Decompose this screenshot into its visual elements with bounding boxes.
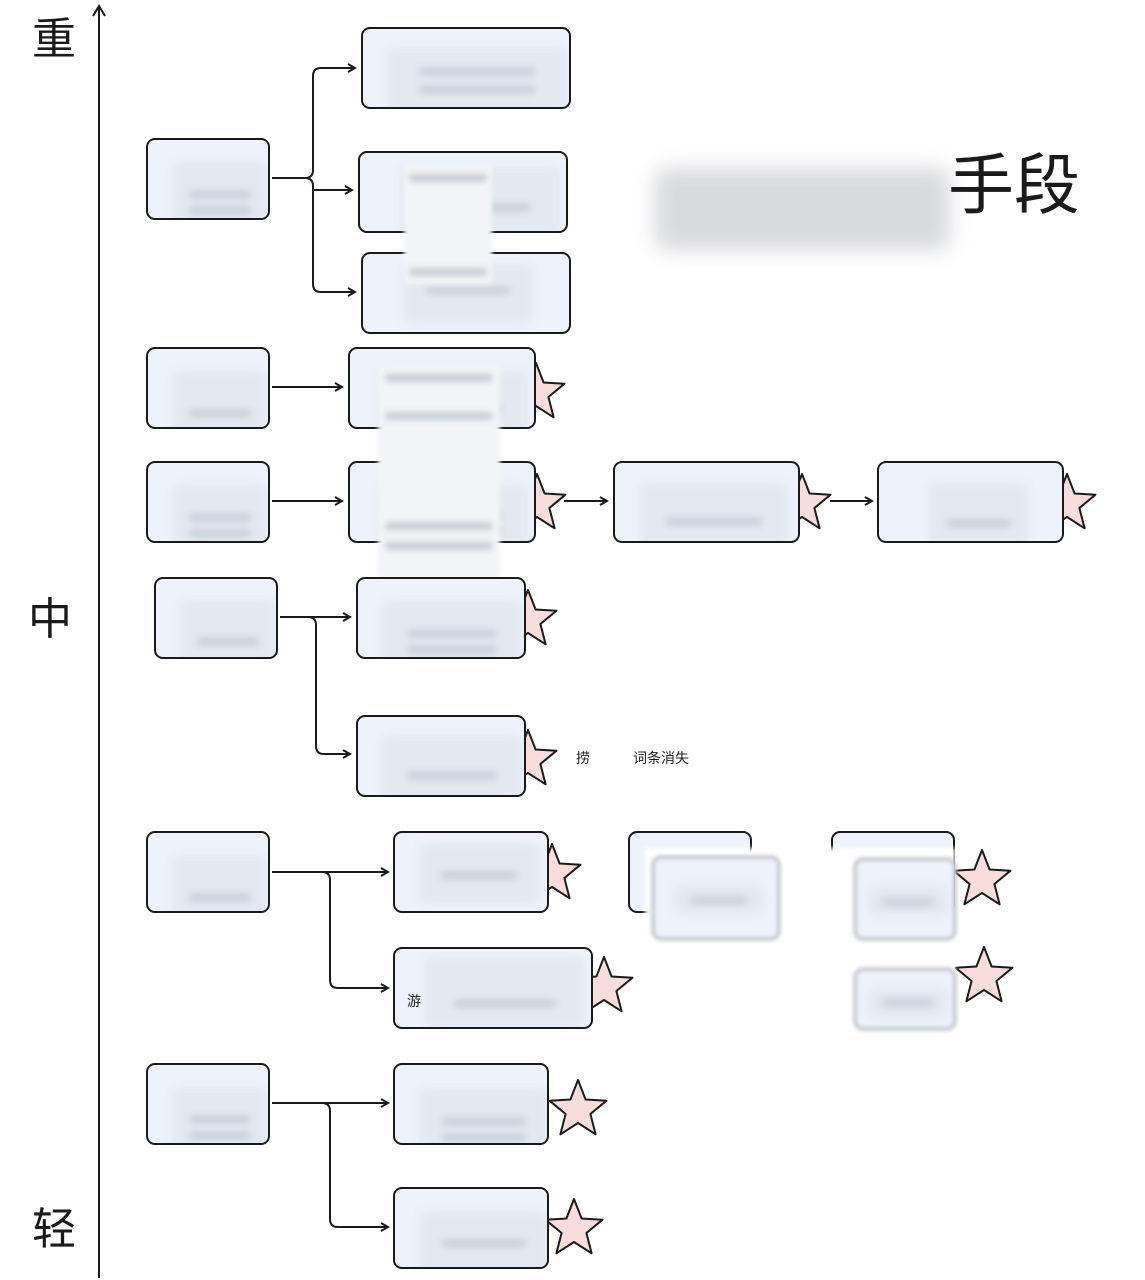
- node-source-1: [146, 138, 270, 220]
- node-source-3: [146, 461, 270, 543]
- node-source-5: [146, 831, 270, 913]
- node-g5-blurred-right-2: [854, 968, 956, 1030]
- node-g5-blurred-mid: [652, 856, 780, 940]
- connector-g4-bottom: [307, 616, 350, 754]
- node-g5-blurred-right-1: [854, 858, 956, 940]
- connector-g6-bottom: [321, 1102, 388, 1227]
- node-r3-step-3: [877, 461, 1064, 543]
- title-redaction: [655, 168, 950, 250]
- node-source-6: [146, 1063, 270, 1145]
- node-source-4: [154, 577, 278, 659]
- node-g5-text-fragment: 游: [407, 994, 421, 1010]
- redaction-band-2: [378, 366, 500, 578]
- node-g5-target-2: 游: [393, 947, 593, 1029]
- node-r3-step-2: [613, 461, 800, 543]
- star-icon-11: [954, 946, 1014, 1003]
- node-g4-target-2: [356, 715, 526, 797]
- axis-label-medium: 中: [28, 594, 72, 645]
- node-g4-target-1: [356, 577, 526, 659]
- diagram-title: 手段: [948, 147, 1080, 224]
- node-g6-target-1: [393, 1063, 549, 1145]
- node-g5-target-1: [393, 831, 549, 913]
- redaction-band-1: [404, 164, 492, 284]
- node-g1-target-1: [361, 27, 571, 109]
- star-icon-12: [548, 1079, 608, 1136]
- star-icon-10: [952, 849, 1012, 906]
- axis-arrowhead: [92, 4, 106, 17]
- note-fragment-right: 词条消失: [633, 751, 689, 767]
- connector-g1-bottom: [312, 186, 355, 292]
- node-g6-target-2: [393, 1187, 549, 1269]
- node-source-2: [146, 347, 270, 429]
- connector-g1-trunk: [272, 68, 355, 179]
- axis-label-light: 轻: [32, 1204, 76, 1255]
- note-fragment-left: 捞: [576, 751, 590, 767]
- connector-g5-bottom: [321, 871, 388, 988]
- star-icon-13: [544, 1198, 604, 1255]
- axis-label-heavy: 重: [32, 14, 76, 65]
